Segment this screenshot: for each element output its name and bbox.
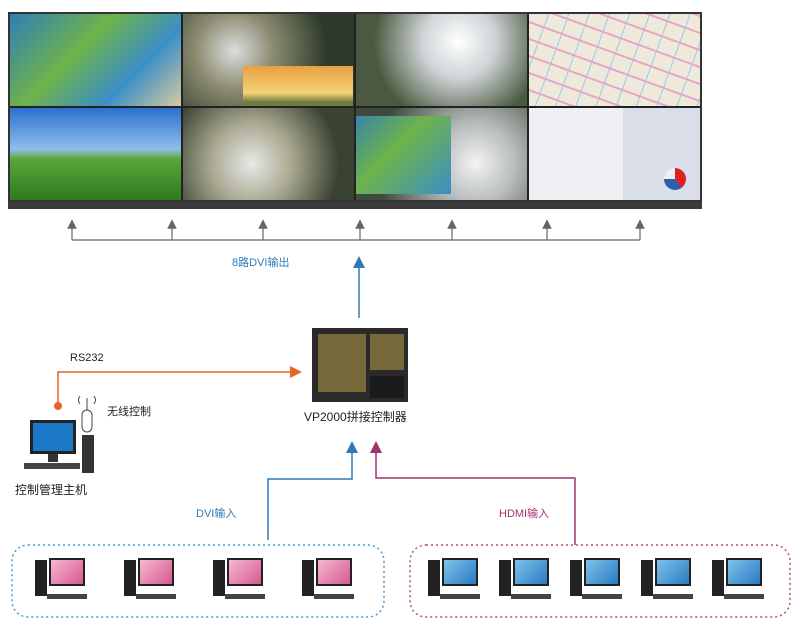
airplane-image bbox=[243, 66, 353, 106]
dvi-source-pc bbox=[302, 556, 354, 606]
wall-tile-clouds bbox=[356, 14, 527, 106]
controller-label: VP2000拼接控制器 bbox=[304, 410, 407, 424]
hdmi-source-pc bbox=[712, 556, 764, 606]
hdmi-source-pc bbox=[570, 556, 622, 606]
dvi-input-line bbox=[267, 441, 358, 540]
city-model-image bbox=[356, 116, 451, 194]
hdmi-source-pc bbox=[499, 556, 551, 606]
hdmi-source-pc bbox=[428, 556, 480, 606]
dvi-input-label: DVI输入 bbox=[196, 508, 237, 520]
wall-tile-map bbox=[529, 14, 700, 106]
wall-tile-clouds-lower bbox=[356, 108, 527, 200]
dvi-source-group bbox=[11, 544, 385, 618]
host-computer bbox=[24, 420, 94, 473]
output-bus bbox=[67, 219, 645, 241]
wireless-antenna-icon bbox=[78, 395, 96, 433]
pie-chart-image bbox=[664, 168, 686, 190]
hdmi-source-group bbox=[409, 544, 791, 618]
wall-tile-landscape bbox=[10, 108, 181, 200]
rs232-label: RS232 bbox=[70, 352, 104, 364]
hdmi-source-pc bbox=[641, 556, 693, 606]
controller-device bbox=[312, 328, 408, 402]
dvi-source-pc bbox=[213, 556, 265, 606]
dvi-source-pc bbox=[124, 556, 176, 606]
video-wall-base bbox=[8, 202, 702, 209]
wall-tile-satellite-lower bbox=[183, 108, 354, 200]
video-wall bbox=[8, 12, 702, 202]
wall-tile-software bbox=[529, 108, 700, 200]
wall-tile-satellite bbox=[183, 14, 354, 106]
hdmi-input-label: HDMI输入 bbox=[499, 508, 550, 520]
wireless-label: 无线控制 bbox=[107, 406, 151, 418]
host-label: 控制管理主机 bbox=[15, 483, 88, 497]
hdmi-input-line bbox=[370, 441, 576, 545]
output-label: 8路DVI输出 bbox=[232, 257, 290, 269]
dvi-source-pc bbox=[35, 556, 87, 606]
rs232-line bbox=[57, 366, 302, 405]
wall-tile-city-model bbox=[10, 14, 181, 106]
